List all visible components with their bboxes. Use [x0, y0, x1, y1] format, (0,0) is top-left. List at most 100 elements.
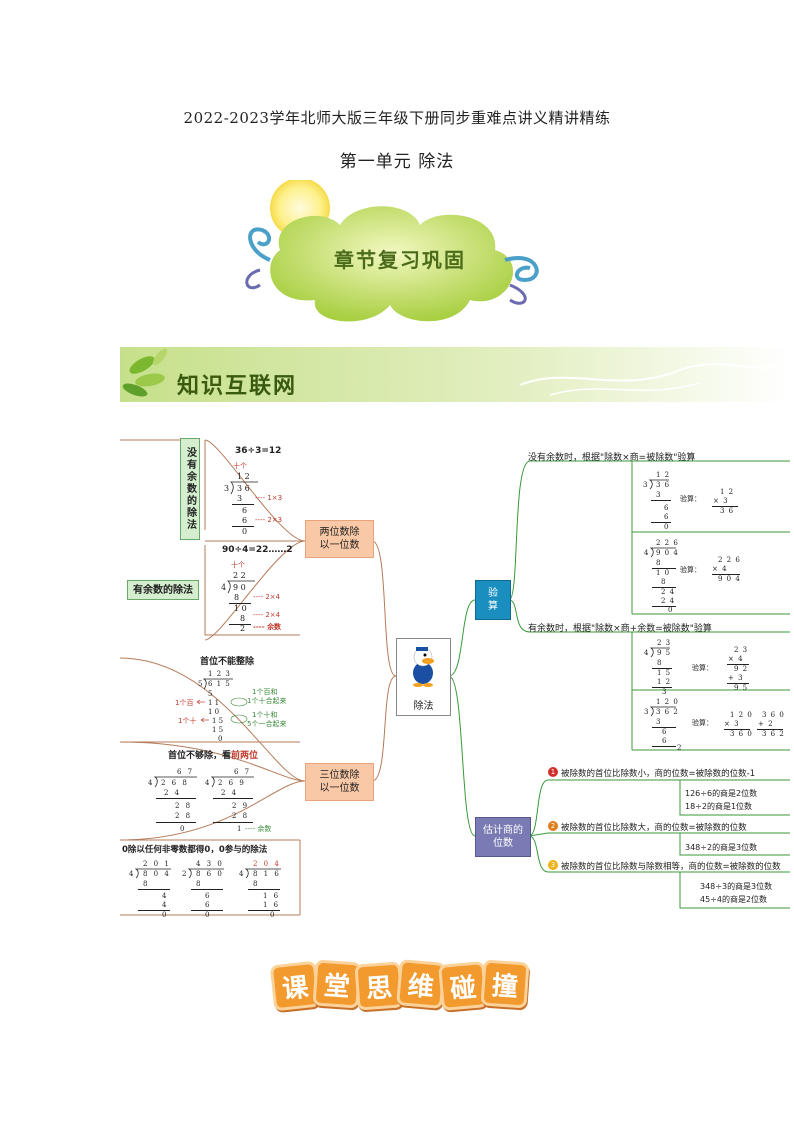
mul-row: 3 6 0: [762, 711, 785, 719]
step-row: 8: [234, 593, 240, 602]
step-row: 6: [205, 892, 210, 900]
quotient: 1 2: [656, 471, 671, 479]
center-node[interactable]: 除法: [396, 638, 451, 716]
mul-row: 3 6 2: [762, 730, 785, 738]
rule-text-2: 被除数的首位比除数大，商的位数=被除数的位数: [561, 823, 747, 833]
step-row: 0: [180, 825, 185, 833]
step-row: 4: [162, 892, 167, 900]
division-bracket: [135, 868, 171, 879]
division-bracket: [211, 776, 254, 788]
divisor: 3: [644, 708, 649, 716]
division-bracket: [650, 706, 676, 717]
note-2x4: 2×4: [265, 593, 281, 601]
cloud-label: 章节复习巩固: [334, 248, 466, 272]
quotient: 6 7: [234, 768, 252, 776]
quotient: 2 0 1: [143, 860, 171, 868]
dividend-615: 6 1 5: [208, 680, 231, 688]
step-rule: [191, 889, 223, 890]
step-row: 1 6: [263, 892, 281, 900]
step-row: 1 0: [234, 604, 247, 613]
step-rule: [138, 910, 170, 911]
divisor: 4: [205, 779, 210, 787]
mul-row: 9 2: [734, 665, 749, 673]
step-row: 8: [240, 614, 246, 623]
step-row: 1 0: [208, 708, 220, 716]
check-label-3: 验算：: [692, 664, 713, 672]
two-digit-node[interactable]: 两位数除以一位数: [305, 520, 374, 558]
dividend: 2 6 9: [218, 779, 246, 787]
step-row: 1 2: [657, 678, 672, 686]
step-row: 1: [237, 825, 242, 833]
footer-char-1: 课: [269, 960, 321, 1012]
check-label: 验算: [488, 588, 498, 612]
step-rule: [652, 587, 676, 588]
mul-rule: [727, 683, 749, 684]
three-digit-node[interactable]: 三位数除以一位数: [305, 763, 374, 801]
division-bracket: [650, 547, 676, 558]
quotient: 2 0 4: [253, 860, 281, 868]
rule-1-example-1: 126÷6的商是2位数: [685, 789, 758, 798]
step-row: 6: [664, 504, 669, 512]
step-row: 6: [662, 728, 667, 736]
quotient: 6 7: [177, 768, 195, 776]
mul-row: × 4: [712, 565, 728, 573]
rule-number-1: 1: [548, 767, 558, 777]
banner-graphic: [120, 347, 790, 402]
mul-row: 3 6 0: [730, 730, 753, 738]
mul-row: 9 5: [734, 684, 749, 692]
divisor: 4: [644, 649, 649, 657]
step-row: 3: [656, 491, 661, 499]
step-row: 1 0: [656, 569, 671, 577]
note-remainder-2: 余数: [257, 825, 272, 833]
mul-row: × 4: [728, 655, 744, 663]
step-rule: [652, 668, 672, 669]
dividend: 3 6 2: [656, 708, 679, 716]
mul-row: 1 2 0: [730, 711, 753, 719]
division-bracket: [245, 868, 281, 879]
first-not-divisible-title: 首位不能整除: [200, 657, 255, 667]
step-row: 2 8: [232, 812, 250, 820]
step-row: 6: [664, 513, 669, 521]
step-row: 0: [668, 606, 673, 614]
step-rule: [213, 798, 253, 799]
mul-row: 9 0 4: [718, 575, 741, 583]
step-row: 3: [237, 494, 243, 503]
document-title: 2022-2023学年北师大版三年级下册同步重难点讲义精讲精练: [183, 109, 611, 127]
step-rule: [213, 822, 253, 823]
step-row: 1 5: [212, 726, 224, 734]
mul-row: + 2: [758, 720, 774, 728]
step-row: 2 8: [175, 802, 193, 810]
note-b1: 1个十和: [252, 711, 278, 719]
zero-division-title: 0除以任何非零数都得0，0参与的除法: [122, 845, 268, 855]
step-rule: [229, 624, 251, 625]
mul-rule: [727, 664, 749, 665]
note-2x4b: 2×4: [265, 611, 281, 619]
unit-title: 第一单元 除法: [339, 152, 455, 172]
step-rule: [652, 687, 672, 688]
two-digit-label: 两位数除以一位数: [319, 527, 360, 551]
first-insufficient-title: 首位不够除，看前两位: [168, 748, 258, 761]
divisor: 4: [644, 549, 649, 557]
step-row: 8: [657, 659, 662, 667]
divisor: 3: [643, 481, 648, 489]
step-row: 0: [270, 911, 275, 919]
rule-1-example-2: 18÷2的商是1位数: [685, 802, 753, 811]
step-row: 2 8: [175, 812, 193, 820]
dividend: 2 6 8: [161, 779, 189, 787]
step-rule: [652, 568, 676, 569]
center-label: 除法: [413, 701, 434, 712]
rule-number-3: 3: [548, 860, 558, 870]
equation-36-3: 36÷3=12: [235, 446, 282, 456]
step-row: 1 5: [212, 717, 224, 725]
rule-number-2: 2: [548, 821, 558, 831]
division-bracket: [649, 479, 669, 490]
no-remainder-rule: 没有余数时，根据"除数×商=被除数"验算: [528, 453, 696, 463]
quotient-123: 1 2 3: [208, 670, 231, 678]
step-rule: [652, 606, 676, 607]
step-row: 6: [242, 506, 248, 515]
division-bracket: [154, 776, 197, 788]
check-node[interactable]: 验算: [475, 580, 511, 620]
estimate-node[interactable]: 估计商的位数: [475, 817, 531, 857]
note-remainder: 余数: [267, 623, 282, 631]
mul-rule: [712, 574, 740, 575]
